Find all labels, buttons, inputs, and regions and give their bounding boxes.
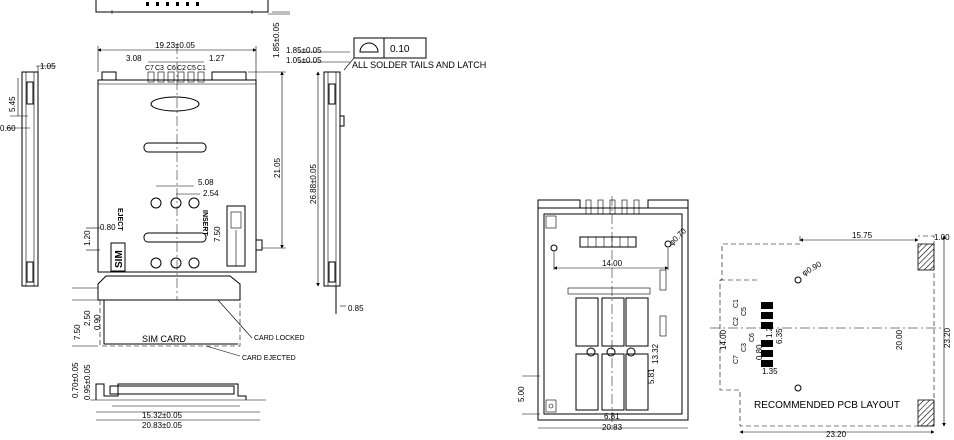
dim-0-80-pcb: 0.80 [755, 344, 764, 360]
dim-7-50-top: 7.50 [213, 226, 222, 242]
pin-label-c5: C5 [187, 65, 196, 72]
pin-label-c2: C2 [177, 65, 186, 72]
dim-5-81: 5.81 [647, 368, 656, 384]
dim-1-27-pcb: 1.27 [765, 322, 774, 338]
dim-0-80-top: 0.80 [100, 223, 116, 232]
dim-23-20-vertical: 23.20 [943, 327, 952, 348]
sim-card-view: 7.50 2.50 0.90 SIM CARD CARD LOCKED CARD… [72, 275, 305, 362]
front-view: 0.70±0.05 0.95±0.05 15.32±0.05 20.83±0.0… [71, 362, 266, 430]
dim-1-85-top: 1.85±0.05 [272, 22, 281, 58]
dim-6-81: 6.81 [604, 412, 620, 421]
dim-1-05-left: 1.05 [40, 62, 56, 71]
label-card-ejected: CARD EJECTED [242, 355, 296, 362]
pin-label-c1: C1 [197, 65, 206, 72]
dim-1-00: 1.00 [934, 233, 950, 242]
pcb-layout: 15.75 1.00 φ0.90 C7 C3 C6 C2 C5 C1 1.27 … [710, 231, 952, 439]
label-insert: INSERT [201, 210, 208, 236]
dim-23-20-horizontal: 23.20 [826, 430, 847, 439]
dim-5-45: 5.45 [8, 96, 17, 112]
dim-14-00-bottom: 14.00 [602, 259, 623, 268]
flatness-value: 0.10 [390, 44, 410, 55]
label-card-locked: CARD LOCKED [254, 335, 305, 342]
pcb-pin-c1: C1 [733, 299, 740, 308]
dim-15-32: 15.32±0.05 [142, 411, 183, 420]
label-recommended-pcb-layout: RECOMMENDED PCB LAYOUT [754, 400, 900, 411]
dim-21-05: 21.05 [273, 157, 282, 178]
dim-3-08: 3.08 [126, 54, 142, 63]
flatness-callout: 0.10 ALL SOLDER TAILS AND LATCH [343, 37, 486, 71]
dim-2-54: 2.54 [203, 189, 219, 198]
pcb-pin-c5: C5 [741, 307, 748, 316]
label-sim-card: SIM CARD [142, 334, 187, 344]
dim-1-85-side: 1.85±0.05 [286, 46, 322, 55]
left-side-view: 1.05 5.45 0.60 [0, 62, 56, 287]
dim-1-27: 1.27 [209, 54, 225, 63]
pin-label-c3: C3 [155, 65, 164, 72]
dim-0-85: 0.85 [348, 304, 364, 313]
dim-20-00: 20.00 [895, 329, 904, 350]
dim-7-50-card: 7.50 [73, 324, 82, 340]
dim-5-08: 5.08 [198, 178, 214, 187]
dim-0-90-dia: φ0.90 [801, 259, 824, 277]
dim-1-35: 1.35 [762, 367, 778, 376]
label-sim: SIM [114, 250, 125, 268]
dim-1-05-side: 1.05±0.05 [286, 56, 322, 65]
dim-19-23: 19.23±0.05 [155, 41, 196, 50]
dim-20-83: 20.83±0.05 [142, 421, 183, 430]
dim-6-35: 6.35 [775, 328, 784, 344]
bottom-view: 14.00 φ0.70 13.32 5.81 5.00 6.81 20.83 [517, 196, 689, 432]
dim-0-95: 0.95±0.05 [83, 364, 92, 400]
dim-5-00: 5.00 [517, 386, 526, 402]
dim-0-60: 0.60 [0, 124, 16, 133]
dim-15-75: 15.75 [852, 231, 873, 240]
dim-0-70: 0.70±0.05 [71, 362, 80, 398]
pcb-pin-c7: C7 [733, 355, 740, 364]
dim-1-20: 1.20 [83, 230, 92, 246]
pcb-pin-c3: C3 [741, 343, 748, 352]
dim-13-32: 13.32 [651, 343, 660, 364]
pcb-pin-c6: C6 [749, 333, 756, 342]
pin-label-c6: C6 [167, 65, 176, 72]
dim-14-00-pcb: 14.00 [719, 329, 728, 350]
dim-26-88: 26.88±0.05 [309, 163, 318, 204]
dim-20-83-bottom: 20.83 [602, 423, 623, 432]
dim-0-70-dia: φ0.70 [667, 226, 688, 247]
pcb-pin-c2: C2 [733, 317, 740, 326]
right-side-view: 26.88±0.05 1.85±0.05 1.05±0.05 0.85 [286, 46, 364, 314]
top-view: SIM EJECT INSERT 19.23±0.05 3.08 1.27 C7… [83, 0, 290, 300]
dim-2-50: 2.50 [83, 310, 92, 326]
pin-label-c7: C7 [145, 65, 154, 72]
label-eject: EJECT [116, 208, 123, 231]
flatness-note: ALL SOLDER TAILS AND LATCH [352, 60, 486, 70]
dim-0-90: 0.90 [93, 314, 102, 330]
